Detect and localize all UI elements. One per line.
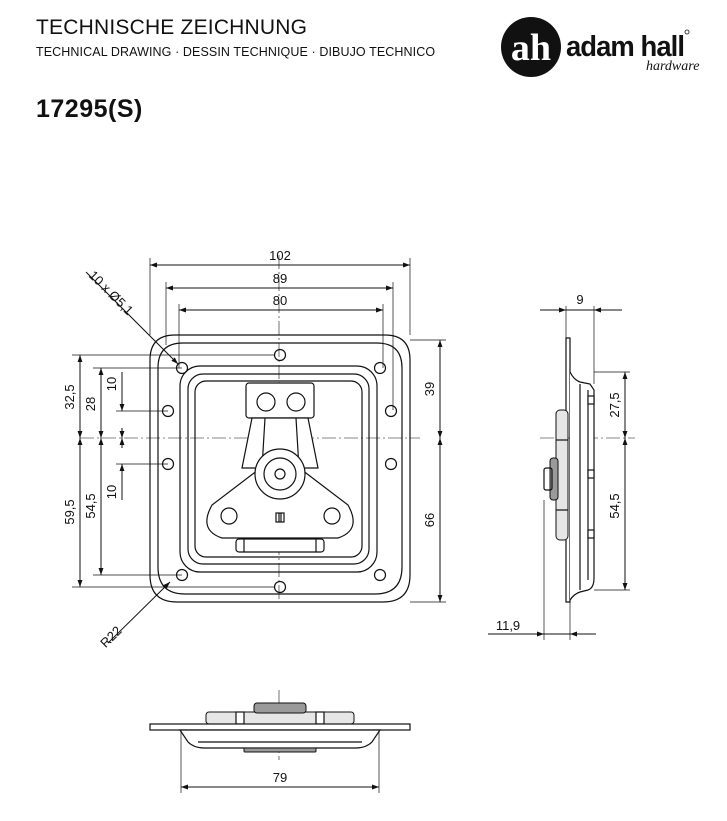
logo-brand: adam hall xyxy=(566,31,684,63)
dim-side-depth-bottom: 11,9 xyxy=(496,618,520,633)
front-view: 102 89 80 10 x Ø5,1 32,5 28 10 10 59,5 xyxy=(62,248,446,651)
dim-height-top-inner: 28 xyxy=(83,397,98,411)
dim-width-holes: 89 xyxy=(273,271,287,286)
dim-side-depth-top: 9 xyxy=(576,292,583,307)
adam-hall-logo: ah adam hall hardware xyxy=(501,17,699,77)
bottom-view: 79 xyxy=(149,690,411,793)
dim-side-lower: 54,5 xyxy=(607,493,622,518)
side-view: 9 27,5 54,5 11,9 xyxy=(488,292,635,640)
dim-hole-offset-top: 10 xyxy=(104,377,119,391)
dim-hole-offset-bottom: 10 xyxy=(104,485,119,499)
holes-note: 10 x Ø5,1 xyxy=(86,268,136,318)
dim-height-top-outer: 32,5 xyxy=(62,384,77,409)
product-code: 17295(S) xyxy=(36,95,143,123)
dim-height-right-top: 39 xyxy=(422,382,437,396)
logo-tagline: hardware xyxy=(646,59,699,74)
dim-width-outer: 102 xyxy=(269,248,291,263)
dim-side-upper: 27,5 xyxy=(607,392,622,417)
mounting-holes xyxy=(161,348,398,594)
latch-mechanism xyxy=(206,382,354,553)
dim-height-bottom-outer: 59,5 xyxy=(62,499,77,524)
drawing-title: TECHNISCHE ZEICHNUNG xyxy=(36,16,308,39)
logo-mark: ah xyxy=(511,27,551,69)
dim-bottom-width: 79 xyxy=(273,770,287,785)
dim-width-inner: 80 xyxy=(273,293,287,308)
dim-height-right-bottom: 66 xyxy=(422,513,437,527)
drawing-subtitle: TECHNICAL DRAWING · DESSIN TECHNIQUE · D… xyxy=(36,45,436,59)
dim-radius: R22 xyxy=(97,623,124,650)
dim-height-bottom-inner: 54,5 xyxy=(83,493,98,518)
